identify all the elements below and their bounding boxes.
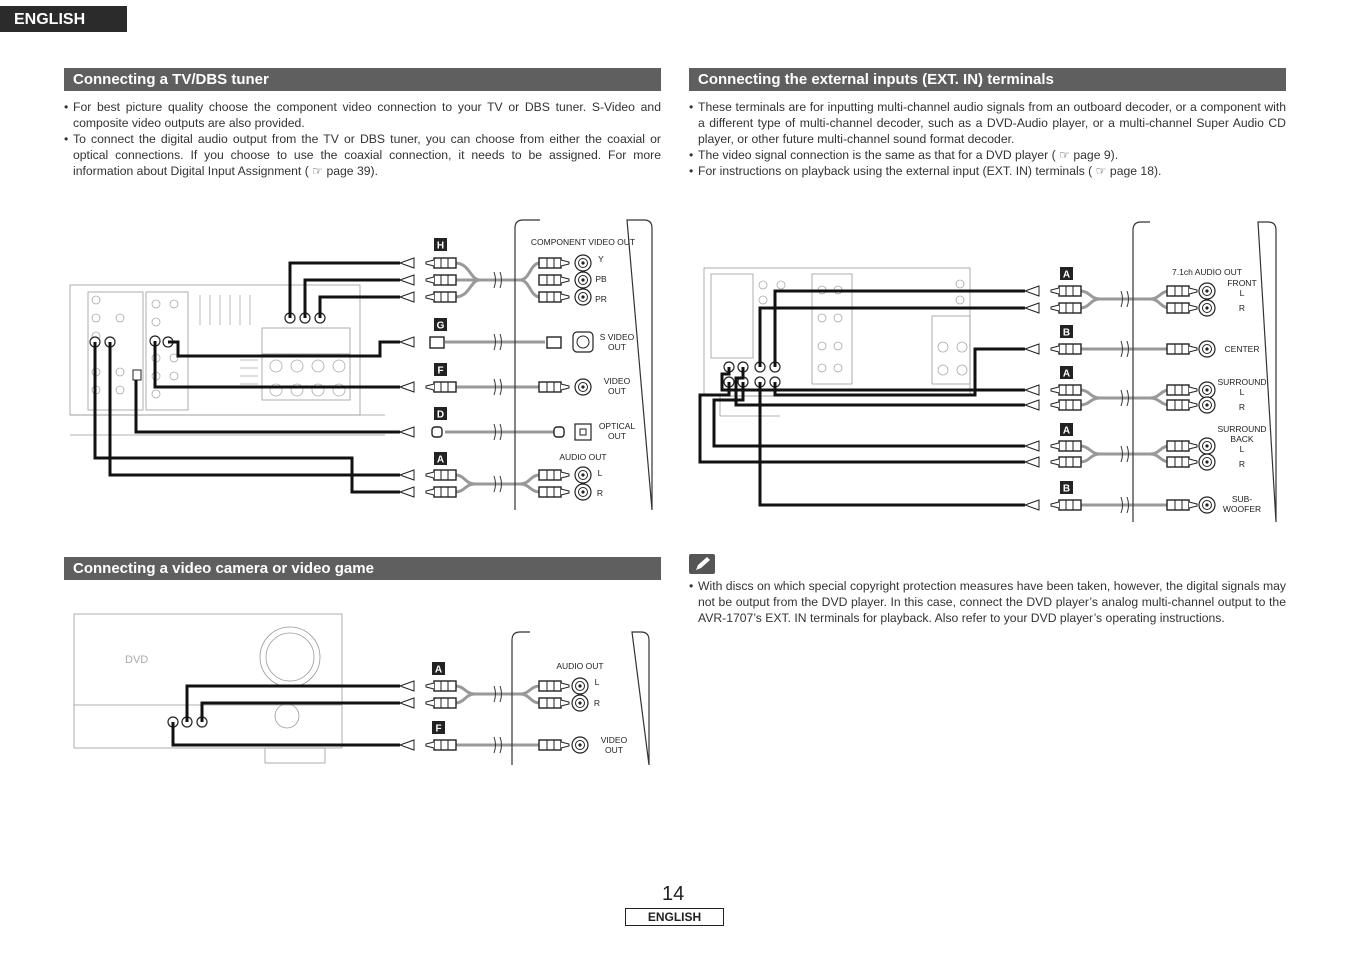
svg-text:F: F (435, 724, 441, 735)
svg-text:A: A (435, 665, 442, 676)
svg-text:PB: PB (595, 274, 607, 284)
svg-text:F: F (437, 366, 443, 377)
svg-text:Y: Y (598, 254, 604, 264)
svg-text:R: R (597, 488, 603, 498)
bullet: For instructions on playback using the e… (689, 163, 1286, 179)
svg-text:OPTICAL: OPTICAL (599, 421, 636, 431)
camera-diagram: DVD AUDIO OUT L R VIDEO OUT A F (73, 613, 650, 766)
svg-text:A: A (437, 455, 444, 466)
bullet: The video signal connection is the same … (689, 147, 1286, 163)
svg-text:R: R (1239, 459, 1245, 469)
svg-text:A: A (1063, 369, 1070, 380)
svg-text:OUT: OUT (608, 386, 626, 396)
section-title-tv-dbs: Connecting a TV/DBS tuner (64, 68, 661, 91)
section-title-ext-in: Connecting the external inputs (EXT. IN)… (689, 68, 1286, 91)
bullet: With discs on which special copyright pr… (689, 578, 1286, 626)
svg-text:R: R (1239, 303, 1245, 313)
language-tab: ENGLISH (0, 6, 127, 32)
svg-text:FRONT: FRONT (1227, 278, 1256, 288)
svg-text:H: H (437, 241, 444, 252)
section-title-camera: Connecting a video camera or video game (64, 557, 661, 580)
note-bullets: With discs on which special copyright pr… (689, 578, 1286, 626)
svg-text:L: L (598, 468, 603, 478)
ext-in-diagram: 7.1ch AUDIO OUT FRONT L R CENTER SURROUN… (698, 221, 1277, 523)
svg-text:VIDEO: VIDEO (601, 735, 628, 745)
svg-text:SUB-: SUB- (1232, 494, 1252, 504)
bullet: To connect the digital audio output from… (64, 131, 661, 179)
page-number: 14 (662, 883, 685, 905)
tv-dbs-diagram: COMPONENT VIDEO OUT Y PB PR S VIDEO OUT … (69, 219, 653, 511)
svg-text:CENTER: CENTER (1225, 344, 1260, 354)
svg-text:L: L (1240, 288, 1245, 298)
svg-text:SURROUND: SURROUND (1217, 377, 1266, 387)
svg-text:VIDEO: VIDEO (604, 376, 631, 386)
svg-text:R: R (594, 698, 600, 708)
svg-text:S VIDEO: S VIDEO (600, 332, 635, 342)
svg-text:A: A (1063, 270, 1070, 281)
svg-text:WOOFER: WOOFER (1223, 504, 1261, 514)
svg-text:AUDIO OUT: AUDIO OUT (556, 661, 603, 671)
svg-text:DVD: DVD (125, 654, 148, 666)
svg-text:BACK: BACK (1230, 434, 1253, 444)
component-video-label: COMPONENT VIDEO OUT (531, 237, 635, 247)
svg-text:R: R (1239, 402, 1245, 412)
svg-text:G: G (437, 321, 445, 332)
svg-text:OUT: OUT (605, 745, 623, 755)
svg-text:OUT: OUT (608, 431, 626, 441)
bullet: For best picture quality choose the comp… (64, 99, 661, 131)
bullet: These terminals are for inputting multi-… (689, 99, 1286, 147)
footer-language-label: ENGLISH (625, 908, 724, 926)
tv-dbs-bullets: For best picture quality choose the comp… (64, 99, 661, 179)
svg-text:D: D (437, 410, 444, 421)
svg-text:7.1ch AUDIO OUT: 7.1ch AUDIO OUT (1172, 267, 1242, 277)
svg-text:SURROUND: SURROUND (1217, 424, 1266, 434)
svg-text:B: B (1063, 328, 1070, 339)
svg-text:OUT: OUT (608, 342, 626, 352)
svg-text:A: A (1063, 426, 1070, 437)
svg-text:B: B (1063, 484, 1070, 495)
ext-in-bullets: These terminals are for inputting multi-… (689, 99, 1286, 179)
svg-text:L: L (595, 677, 600, 687)
svg-text:PR: PR (595, 294, 607, 304)
svg-text:AUDIO OUT: AUDIO OUT (559, 452, 606, 462)
svg-text:L: L (1240, 387, 1245, 397)
svg-text:L: L (1240, 444, 1245, 454)
pencil-note-icon (689, 554, 715, 574)
